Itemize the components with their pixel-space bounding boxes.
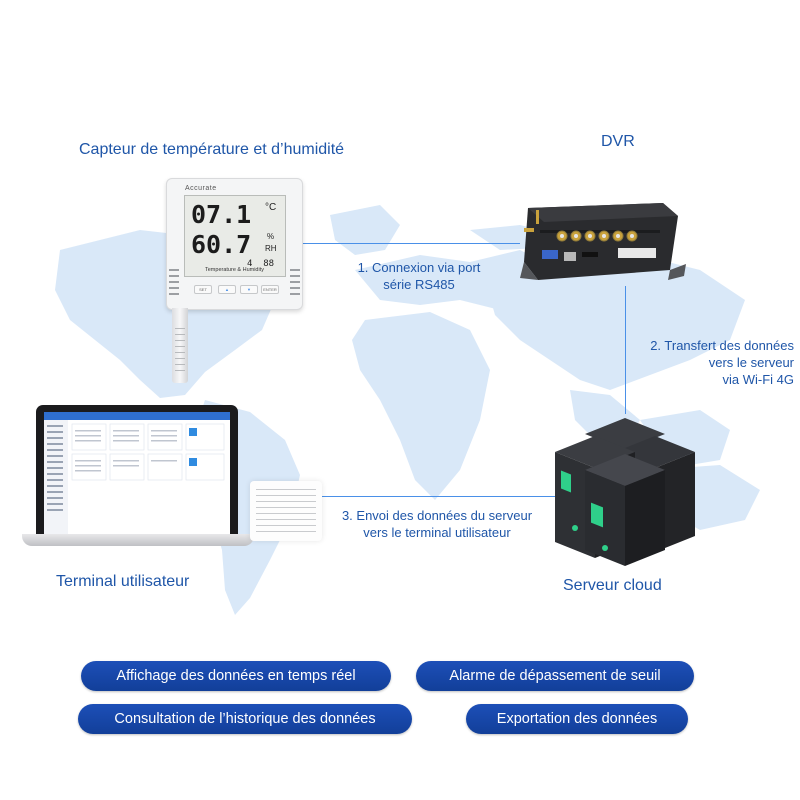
sensor-title: Capteur de température et d’humidité <box>79 141 345 158</box>
laptop-app-ui <box>44 412 230 534</box>
data-report-sheet <box>250 481 322 541</box>
up-arrow-icon: ▲ <box>225 287 229 292</box>
laptop-base <box>22 534 254 546</box>
feature-realtime-display: Affichage des données en temps réel <box>81 661 391 691</box>
humidity-readout: 60.7 <box>191 230 252 259</box>
feature-data-export: Exportation des données <box>466 704 688 734</box>
sensor-up-button: ▲ <box>218 285 236 294</box>
step3-line1: 3. Envoi des données du serveur <box>341 508 533 523</box>
cloud-title: Serveur cloud <box>563 577 662 594</box>
humidity-unit-percent: % <box>267 232 275 241</box>
temperature-humidity-sensor: Accurate 07.1 °C 60.7 % RH 4 88 Temperat… <box>166 178 303 310</box>
step2-line2: vers le serveur <box>708 355 794 370</box>
sensor-enter-button: ENTER <box>261 285 279 294</box>
connector-cloud-terminal <box>320 496 560 497</box>
cloud-server-rack <box>555 418 695 566</box>
terminal-title: Terminal utilisateur <box>56 573 190 590</box>
dvr-title: DVR <box>601 133 635 150</box>
laptop-terminal <box>36 405 238 538</box>
temperature-readout: 07.1 <box>191 200 252 229</box>
sensor-set-button: SET <box>194 285 212 294</box>
sensor-caption: Temperature & Humidity <box>205 267 264 273</box>
step2-line3: via Wi-Fi 4G <box>722 372 795 387</box>
connector-dvr-cloud <box>625 286 626 414</box>
sensor-brand: Accurate <box>185 185 217 192</box>
sensor-right-vent <box>290 269 300 299</box>
temperature-unit: °C <box>265 202 277 213</box>
down-arrow-icon: ▼ <box>247 287 251 292</box>
step1-text: 1. Connexion via port série RS485 <box>336 259 502 293</box>
step1-line1: 1. Connexion via port <box>357 260 481 275</box>
step2-line1: 2. Transfert des données <box>650 338 794 353</box>
dvr-device <box>520 203 686 280</box>
humidity-unit-rh: RH <box>265 244 277 253</box>
small-readout: 4 88 <box>247 259 275 269</box>
step2-text: 2. Transfert des données vers le serveur… <box>616 337 794 388</box>
step3-line2: vers le terminal utilisateur <box>363 525 511 540</box>
sensor-down-button: ▼ <box>240 285 258 294</box>
feature-threshold-alarm: Alarme de dépassement de seuil <box>416 661 694 691</box>
step3-text: 3. Envoi des données du serveur vers le … <box>322 507 552 541</box>
sensor-left-vent <box>169 269 179 299</box>
sensor-lcd-display: 07.1 °C 60.7 % RH 4 88 <box>184 195 286 277</box>
step1-line2: série RS485 <box>383 277 455 292</box>
feature-history-lookup: Consultation de l’historique des données <box>78 704 412 734</box>
sensor-probe <box>172 308 188 383</box>
connector-sensor-dvr <box>300 243 520 244</box>
laptop-screen-app <box>44 412 230 534</box>
